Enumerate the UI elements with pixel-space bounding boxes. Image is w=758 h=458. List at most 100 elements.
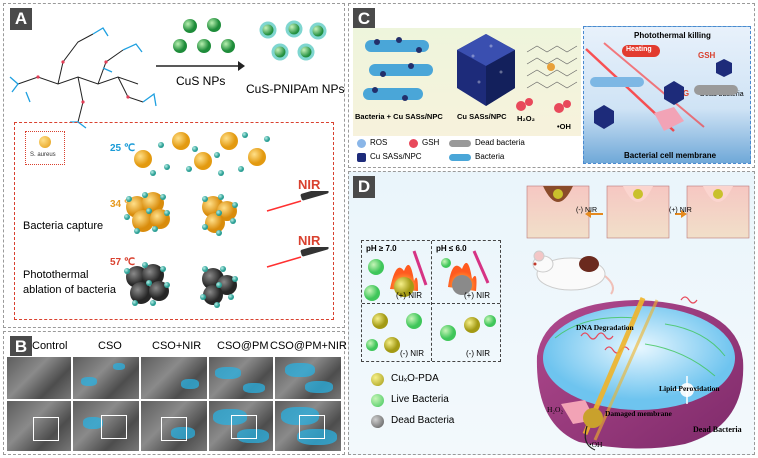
sem-cso-zoom-box <box>101 415 127 439</box>
sem-cso-pm-top <box>208 356 274 400</box>
legend-bacteria: Bacteria <box>475 152 505 161</box>
bacterium-key-label: S. aureus <box>30 152 56 158</box>
caption-bacteria-plus: Bacteria + Cu SASs/NPC <box>355 112 443 121</box>
legend-dead: Dead bacteria <box>475 138 525 147</box>
sem-cso-pm-nir-zoom-box <box>299 415 325 439</box>
inset-gsh: GSH <box>698 51 716 60</box>
cell-dead-bacteria: Dead Bacteria <box>693 425 742 434</box>
sem-cso-bottom <box>72 400 140 452</box>
sem-cso-pm-nir-bottom-particles-2 <box>297 429 337 445</box>
bacterium-key-dot <box>39 136 51 148</box>
skin-minus-nir: (-) NIR <box>576 207 597 214</box>
ph-low: pH ≤ 6.0 <box>436 244 467 253</box>
sem-cso-bottom-particles <box>83 417 103 429</box>
step-ablation: ablation of bacteria <box>23 284 116 296</box>
ablated-clusters <box>124 262 238 308</box>
legend-dead-dot <box>449 140 471 147</box>
panel-c: C Bacteria + Cu SASs/NPC Cu SASs/NPC H₂O… <box>348 3 755 168</box>
caption-h2o2: H₂O₂ <box>517 114 535 123</box>
sem-cso-nir-top-particles <box>181 379 199 389</box>
panel-c-inset: Photothermal killing Heating GSH GSSG De… <box>583 26 751 164</box>
free-bacteria-row <box>134 132 270 176</box>
nir-label-2: NIR <box>298 233 321 248</box>
panel-c-label: C <box>353 8 375 30</box>
cus-nps-label: CuS NPs <box>176 74 226 88</box>
grid-plus-nir-1: (+) NIR <box>396 291 422 300</box>
legend-ros: ROS <box>370 138 388 147</box>
legend-dead-d-dot <box>371 415 384 428</box>
panel-b: B Control CSO CSO+NIR CSO@PM CSO@PM+NIR <box>3 331 347 455</box>
reaction-arrow <box>156 61 245 71</box>
cell-h2o2: H₂O₂ <box>547 405 564 414</box>
ph-condition-grid: pH ≥ 7.0 pH ≤ 6.0 (+) NIR (+) NIR (-) NI… <box>361 240 501 362</box>
col-cso-pm: CSO@PM <box>217 340 269 352</box>
mouse-illustration <box>532 250 614 295</box>
grid-cell-icons <box>364 250 496 353</box>
sem-control-top <box>6 356 72 400</box>
col-cso-pm-nir: CSO@PM+NIR <box>270 340 347 352</box>
panel-d: D (-) NIR (+) NIR pH ≥ 7.0 pH ≤ 6 <box>348 171 755 455</box>
inset-membrane: Bacterial cell membrane <box>624 151 717 160</box>
legend-cuxo-dot <box>371 373 384 386</box>
bacteria-rods <box>363 37 433 101</box>
sem-cso-pm-nir-bottom-particles <box>281 407 319 425</box>
sem-cso-pm-bottom-particles <box>213 409 247 425</box>
legend-cu-dot <box>357 153 366 162</box>
inset-heating: Heating <box>626 46 652 53</box>
sem-cso-pm-nir-top <box>274 356 342 400</box>
legend-cuxo: CuₓO-PDA <box>391 373 439 384</box>
legend-live-dot <box>371 394 384 407</box>
grid-minus-nir-2: (-) NIR <box>466 349 490 358</box>
sem-cso-pm-nir-bottom <box>274 400 342 452</box>
temp-34: 34 ℃ <box>110 199 136 210</box>
coated-nanoparticles <box>259 20 327 61</box>
sem-cso-top-particles <box>81 377 97 386</box>
legend-gsh: GSH <box>422 138 440 147</box>
col-cso: CSO <box>98 340 122 352</box>
nir-laser-1 <box>266 191 329 212</box>
mechanism-box: S. aureus 25 ℃ 34 ℃ 57 ℃ Bacteria captur… <box>14 122 334 320</box>
panel-c-scene: Bacteria + Cu SASs/NPC Cu SASs/NPC H₂O₂ … <box>353 28 581 136</box>
col-cso-nir: CSO+NIR <box>152 340 202 352</box>
grid-plus-nir-2: (+) NIR <box>464 291 490 300</box>
legend-live: Live Bacteria <box>391 394 449 405</box>
sem-cso-pm-top-particles-2 <box>243 383 265 393</box>
legend-ros-dot <box>357 139 366 148</box>
nir-label-1: NIR <box>298 177 321 192</box>
captured-clusters <box>124 192 238 236</box>
sem-cso-nir-bottom-particles <box>171 427 195 439</box>
cu-sas-npc-polyhedron <box>457 34 515 106</box>
ph-high: pH ≥ 7.0 <box>366 244 397 253</box>
bacterial-cell-cutaway <box>536 296 744 451</box>
polymer-structure <box>9 27 157 129</box>
panel-c-legend: ROS GSH Dead bacteria Cu SASs/NPC Bacter… <box>353 136 581 166</box>
caption-oh: •OH <box>557 122 571 131</box>
sem-control-bottom <box>6 400 72 452</box>
step-bacteria-capture: Bacteria capture <box>23 220 104 232</box>
panel-d-label: D <box>353 176 375 198</box>
bacterium-key: S. aureus <box>25 131 65 165</box>
legend-bacteria-dot <box>449 154 471 161</box>
inset-laser-beams <box>585 42 738 132</box>
cell-dna-degradation: DNA Degradation <box>576 323 634 332</box>
skin-wound-sections <box>526 185 750 239</box>
sem-cso-pm-top-particles <box>215 367 241 379</box>
cell-oh: •OH <box>589 440 603 449</box>
step-photothermal: Photothermal <box>23 269 89 281</box>
sem-cso-pm-zoom-box <box>231 415 257 439</box>
panel-a: A CuS NPs <box>3 3 345 328</box>
panel-a-label: A <box>10 8 32 30</box>
cell-lipid-peroxidation: Lipid Peroxidation <box>659 384 720 393</box>
cus-pnipam-label: CuS-PNIPAm NPs <box>246 82 345 96</box>
sem-cso-pm-nir-top-particles-2 <box>305 381 333 393</box>
cus-nanoparticles <box>173 18 235 53</box>
grid-hline <box>362 303 500 304</box>
col-control: Control <box>32 340 68 352</box>
temp-57: 57 ℃ <box>110 257 136 268</box>
sem-cso-pm-bottom <box>208 400 274 452</box>
legend-cu: Cu SASs/NPC <box>370 152 422 161</box>
panel-b-label: B <box>10 336 32 358</box>
cell-damaged-membrane: Damaged membrane <box>605 409 672 418</box>
skin-plus-nir: (+) NIR <box>669 207 692 214</box>
graphene-sheet <box>526 45 578 89</box>
